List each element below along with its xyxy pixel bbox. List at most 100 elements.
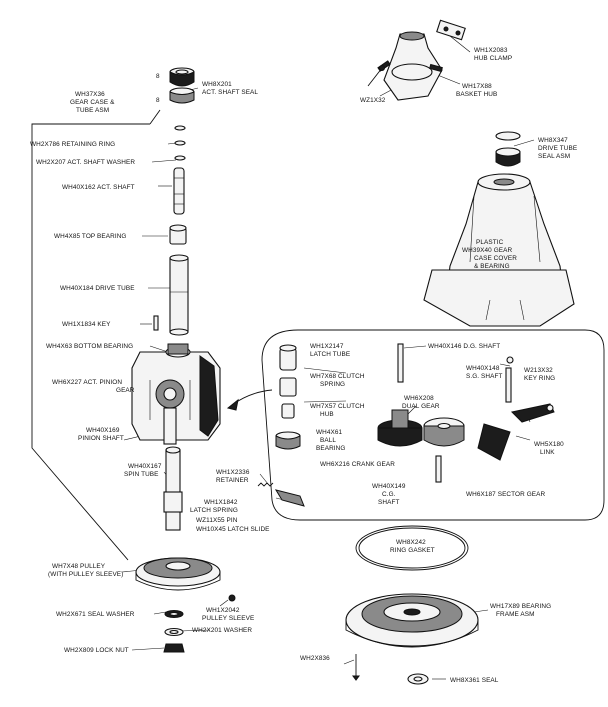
- label-wz1x32: WZ1X32: [360, 97, 386, 104]
- label-drive-tube-seal-2: DRIVE TUBE: [538, 145, 577, 152]
- leader-lines: [31, 35, 605, 680]
- label-pulley-2: (WITH PULLEY SLEEVE): [48, 571, 123, 578]
- label-pinion-shaft-2: PINION SHAFT: [78, 435, 124, 442]
- label-ball-bearing-2: BALL: [320, 437, 336, 444]
- label-dg-shaft: WH40X146 D.G. SHAFT: [428, 343, 500, 350]
- drive-tube-seal-part: [495, 131, 521, 167]
- label-gear-case-3: TUBE ASM: [76, 107, 109, 114]
- label-pulley-sleeve-2: PULLEY SLEEVE: [202, 615, 254, 622]
- label-drive-tube-seal-1: WH8X347: [538, 137, 568, 144]
- label-latch-tube-2: LATCH TUBE: [310, 351, 350, 358]
- label-ball-bearing-3: BEARING: [316, 445, 345, 452]
- label-act-pinion-gear-1: WH6X227 ACT. PINION: [52, 379, 122, 386]
- label-cg-shaft-1: WH40X149: [372, 483, 406, 490]
- label-sg-shaft-2: S.G. SHAFT: [466, 373, 503, 380]
- label-hub-clamp-1: WH1X2083: [474, 47, 508, 54]
- label-clutch-hub-1: WH7X57 CLUTCH: [310, 403, 365, 410]
- hub-clamp-part: [436, 19, 466, 41]
- dg-shaft-part: [397, 343, 404, 383]
- label-link-2: LINK: [540, 449, 555, 456]
- retaining-ring-part: [174, 125, 186, 161]
- label-retainer-1: WH1X2336: [216, 469, 250, 476]
- spin-tube-part: [163, 446, 183, 531]
- wh2x836-screw-part: [352, 654, 360, 681]
- clutch-spring-part: [279, 377, 297, 397]
- label-gear-case-cover-2: WH39X40 GEAR: [462, 247, 512, 254]
- label-cg-shaft-3: SHAFT: [378, 499, 399, 506]
- ball-bearing-part: [275, 431, 301, 450]
- label-retaining-ring: WH2X786 RETAINING RING: [30, 141, 115, 148]
- label-key: WH1X1834 KEY: [62, 321, 111, 328]
- link-part: [510, 403, 555, 423]
- sg-shaft-part: [505, 367, 512, 403]
- label-dual-gear-2: DUAL GEAR: [402, 403, 440, 410]
- label-clutch-spring-2: SPRING: [320, 381, 345, 388]
- label-gear-case-cover-3: CASE COVER: [474, 255, 517, 262]
- label-seal-washer: WH2X671 SEAL WASHER: [56, 611, 135, 618]
- label-latch-tube-1: WH1X2147: [310, 343, 344, 350]
- label-gear-case-1: WH37X36: [75, 91, 105, 98]
- washer-201-part: [164, 627, 184, 637]
- label-gear-case-2: GEAR CASE &: [70, 99, 115, 106]
- label-act-shaft-seal-2: ACT. SHAFT SEAL: [202, 89, 258, 96]
- bearing-frame-part: [345, 593, 479, 648]
- label-bearing-frame-1: WH17X89 BEARING: [490, 603, 551, 610]
- label-clutch-hub-2: HUB: [320, 411, 334, 418]
- label-clutch-spring-1: WH7X68 CLUTCH: [310, 373, 365, 380]
- label-spin-tube-1: WH40X167: [128, 463, 162, 470]
- label-link-1: WH5X180: [534, 441, 564, 448]
- dual-gear-part: [377, 409, 423, 447]
- label-gear-case-cover-1: PLASTIC: [476, 239, 504, 246]
- label-latch-spring-1: WH1X1842: [204, 499, 238, 506]
- label-lock-nut: WH2X809 LOCK NUT: [64, 647, 129, 654]
- basket-hub-part: [377, 31, 443, 101]
- pulley-sleeve-part: [228, 594, 236, 602]
- label-hub-clamp-2: HUB CLAMP: [474, 55, 512, 62]
- label-pinion-shaft-1: WH40X169: [86, 427, 120, 434]
- part-labels: WH37X36 GEAR CASE & TUBE ASM 8 8 WH8X201…: [30, 47, 577, 684]
- label-key-ring-2: KEY RING: [524, 375, 555, 382]
- seal-361-part: [407, 673, 429, 685]
- label-top-bearing: WH4X85 TOP BEARING: [54, 233, 126, 240]
- label-key-ring-1: W213X32: [524, 367, 553, 374]
- gear-case-assembly-part: [131, 343, 221, 445]
- label-crank-gear: WH6X216 CRANK GEAR: [320, 461, 395, 468]
- latch-slide-part: [274, 489, 305, 507]
- label-pulley-1: WH7X48 PULLEY: [52, 563, 106, 570]
- label-pin: WZ11X55 PIN: [196, 517, 238, 524]
- latch-tube-part: [279, 344, 297, 371]
- label-pulley-sleeve-1: WH1X2042: [206, 607, 240, 614]
- label-sg-shaft-1: WH40X148: [466, 365, 500, 372]
- label-cg-shaft-2: C.G.: [382, 491, 396, 498]
- label-act-shaft: WH40X162 ACT. SHAFT: [62, 184, 135, 191]
- label-ring-gasket-1: WH8X242: [396, 539, 426, 546]
- drive-tube-part: [169, 254, 189, 336]
- label-gear-case-cover-4: & BEARING: [474, 263, 510, 270]
- crank-gear-part: [423, 417, 465, 447]
- act-shaft-seal-part: [169, 67, 195, 104]
- gear-case-cover-part: [423, 173, 575, 327]
- act-shaft-part: [173, 167, 185, 215]
- wz1x32-screw-part: [367, 65, 385, 87]
- top-bearing-part: [169, 224, 187, 245]
- callout-8a: 8: [156, 73, 160, 80]
- label-washer-201: WH2X201 WASHER: [192, 627, 252, 634]
- seal-washer-part: [164, 610, 184, 618]
- label-bottom-bearing: WH4X63 BOTTOM BEARING: [46, 343, 133, 350]
- label-drive-tube: WH40X184 DRIVE TUBE: [60, 285, 135, 292]
- label-basket-hub-2: BASKET HUB: [456, 91, 497, 98]
- label-wh2x836: WH2X836: [300, 655, 330, 662]
- cg-shaft-part: [435, 455, 442, 483]
- key-ring-part: [506, 356, 514, 364]
- label-dual-gear-1: WH6X208: [404, 395, 434, 402]
- callout-8b: 8: [156, 97, 160, 104]
- label-ball-bearing-1: WH4X61: [316, 429, 343, 436]
- label-ring-gasket-2: RING GASKET: [390, 547, 435, 554]
- label-latch-spring-2: LATCH SPRING: [190, 507, 238, 514]
- label-spin-tube-2: SPIN TUBE: [124, 471, 159, 478]
- pulley-part: [135, 557, 221, 591]
- label-drive-tube-seal-3: SEAL ASM: [538, 153, 570, 160]
- lock-nut-part: [163, 643, 185, 653]
- clutch-hub-part: [281, 403, 295, 419]
